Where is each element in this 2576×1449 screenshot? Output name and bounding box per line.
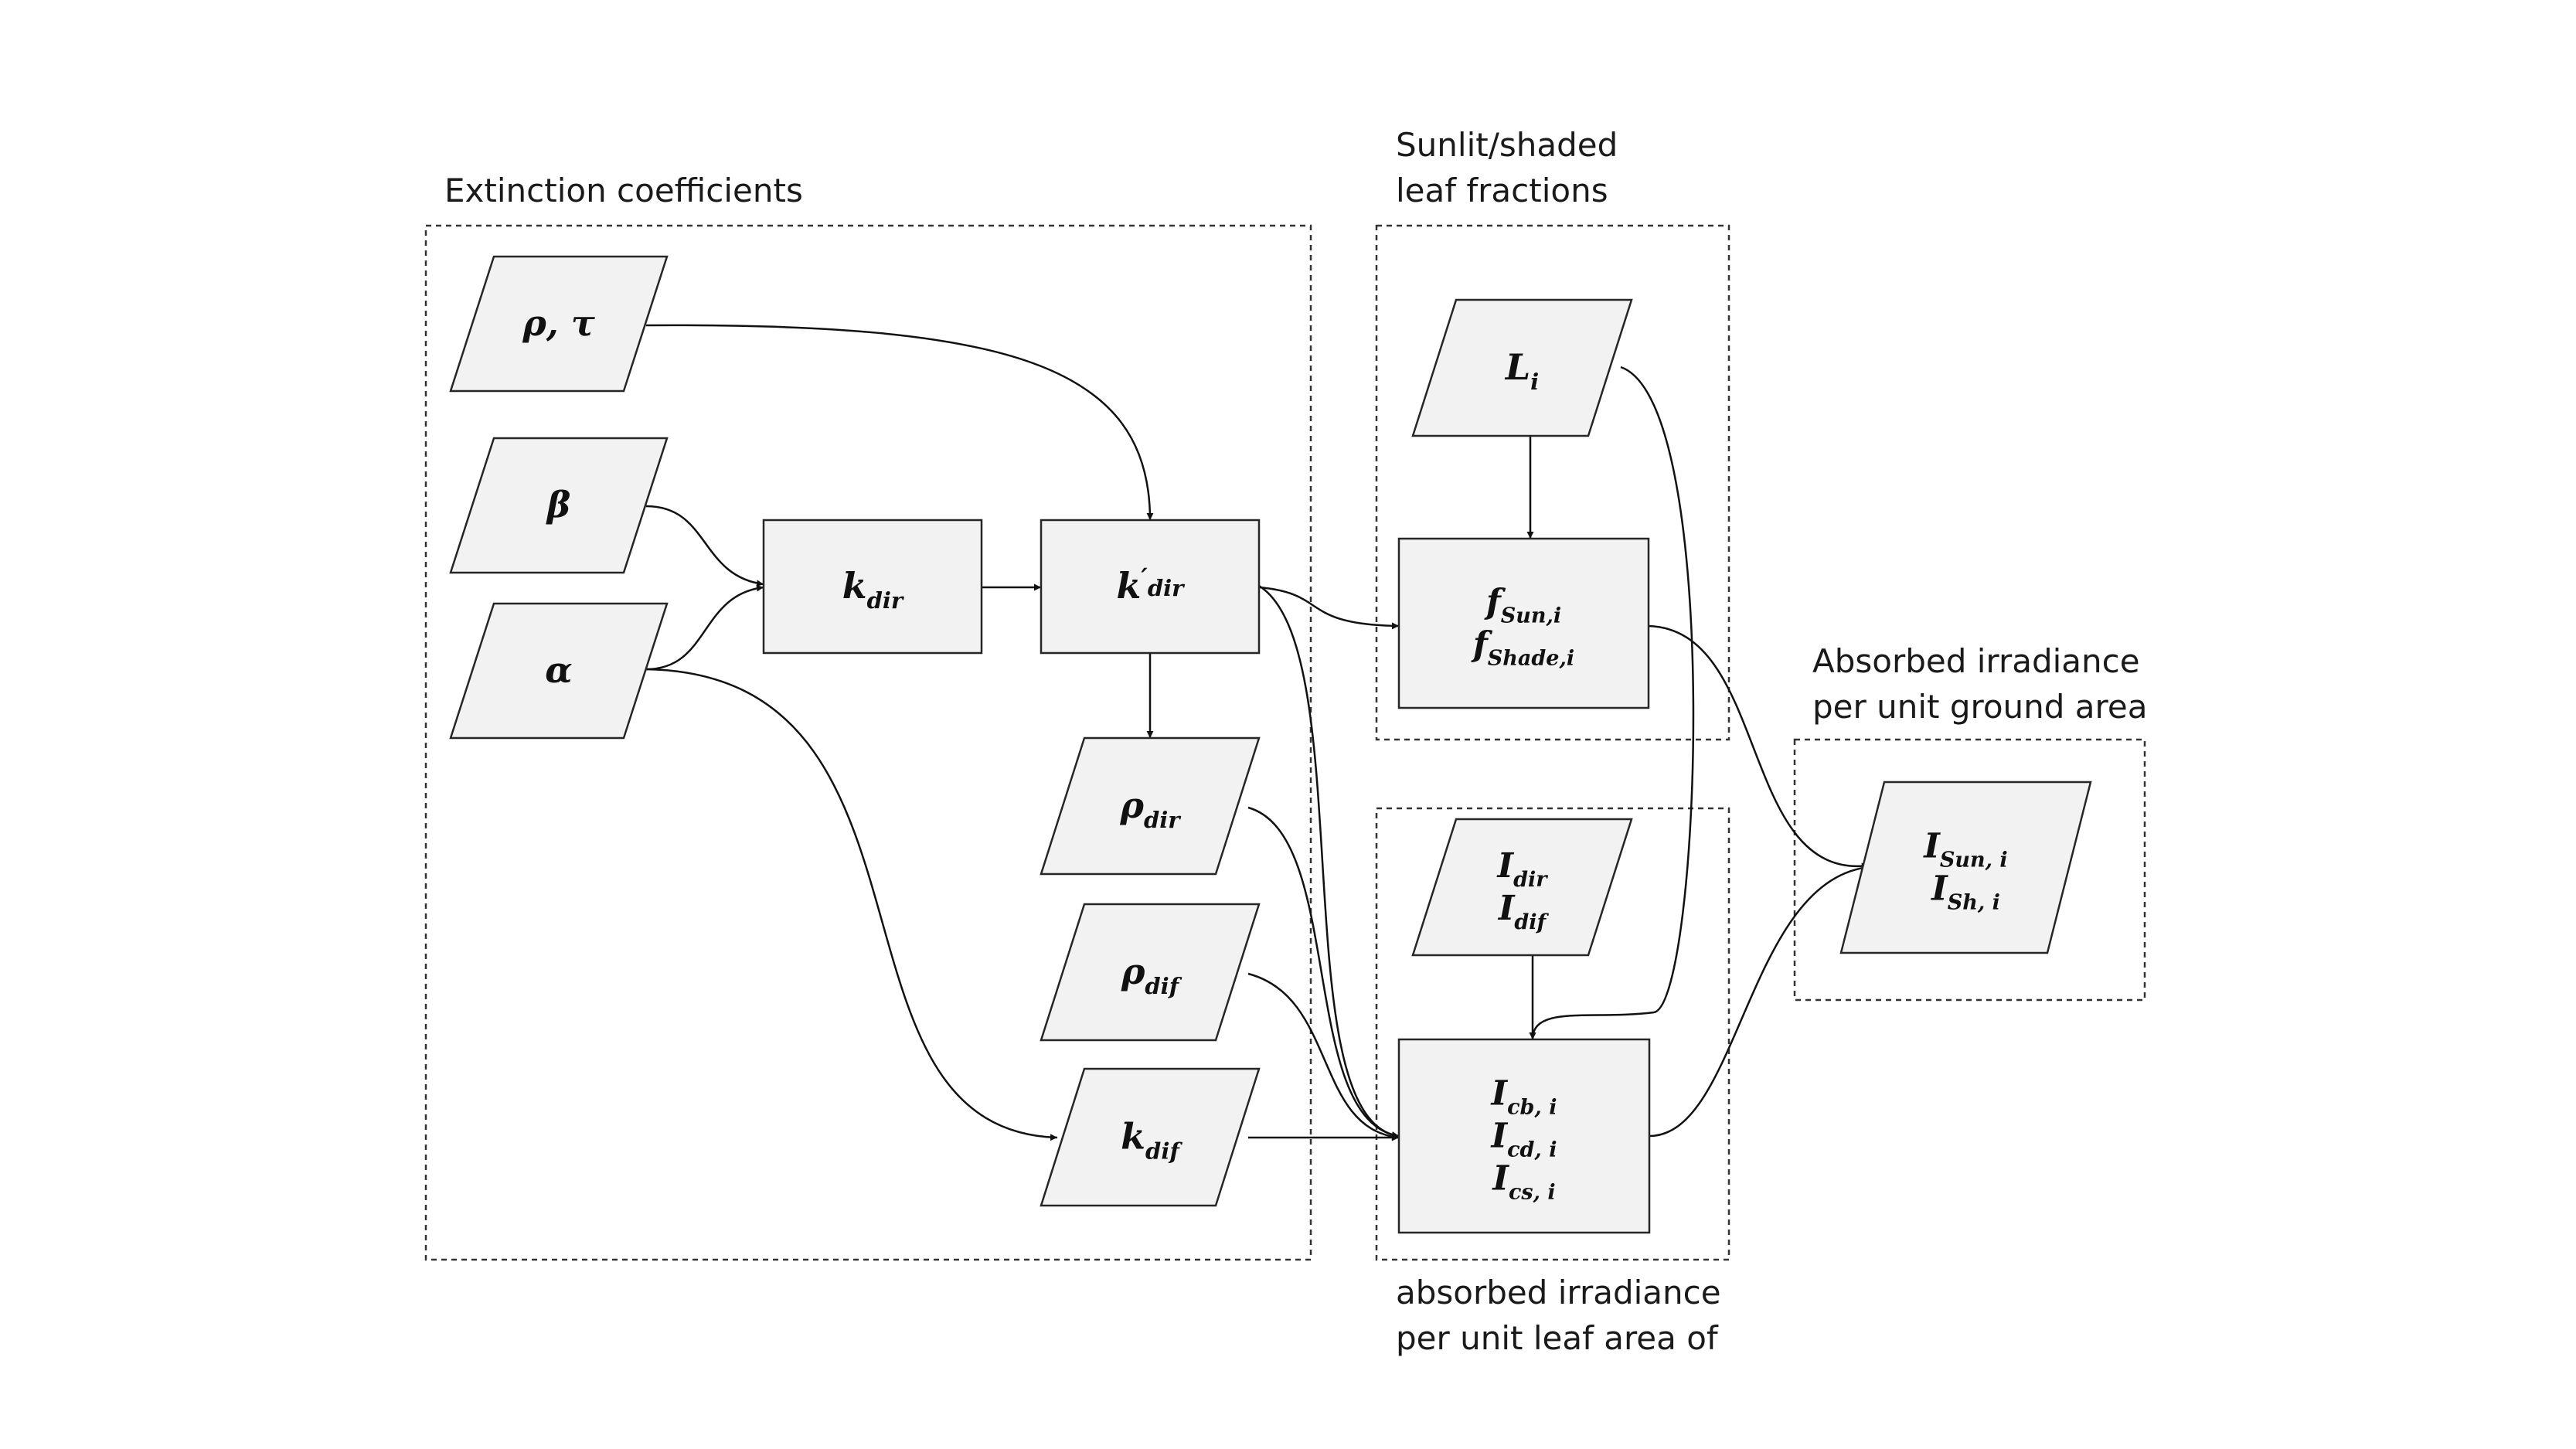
node-label: ISh, i — [1930, 869, 2000, 915]
edge-beta-to-k-dir — [645, 505, 764, 587]
node-label: Idif — [1497, 889, 1550, 934]
node-label: ρdir — [1119, 784, 1182, 833]
edge-rho-tau-to-k-dir-prime — [645, 324, 1154, 521]
node-shape-parallelogram — [1040, 1067, 1261, 1207]
node-beta: β — [449, 437, 669, 574]
node-k-dir-prime: k′dir — [1040, 519, 1261, 655]
node-shape-parallelogram — [1839, 781, 2092, 954]
node-label: β — [546, 484, 571, 526]
edge-alpha-to-k-dir — [645, 584, 764, 671]
node-rho-dif: ρdif — [1040, 903, 1261, 1042]
node-label: ρdif — [1121, 951, 1183, 999]
edge-k-dir-prime-to-f-sun-shade — [1258, 586, 1400, 630]
node-shape-parallelogram — [1411, 298, 1633, 437]
group-label-sunlit-line2: leaf fractions — [1396, 172, 1608, 209]
node-label: kdif — [1121, 1116, 1183, 1165]
edge-rho-dif-to-I-c — [1247, 972, 1400, 1141]
edge-f-sun-shade-to-I-sun-sh — [1648, 624, 1870, 870]
node-label: Idir — [1496, 846, 1549, 892]
group-label-sunlit-line1: Sunlit/shaded — [1396, 126, 1618, 164]
edge-alpha-to-k-dif — [645, 668, 1058, 1141]
node-rho-tau: ρ, τ — [449, 255, 669, 393]
group-label-absorbed-leaf-line2: per unit leaf area of — [1396, 1319, 1719, 1357]
node-shape-rectangle — [1040, 519, 1261, 655]
node-rho-dir: ρdir — [1040, 736, 1261, 876]
node-label: Li — [1504, 346, 1539, 395]
edge-rho-dir-to-I-c — [1247, 806, 1400, 1139]
node-label: ISun, i — [1922, 827, 2007, 872]
node-label: Icb, i — [1490, 1074, 1557, 1120]
group-absorbed-leaf — [1375, 807, 1730, 1261]
node-k-dif: kdif — [1040, 1067, 1261, 1207]
edge-I-c-to-I-sun-sh — [1649, 864, 1870, 1138]
edge-k-dir-prime-to-I-c — [1258, 584, 1400, 1139]
node-shape-parallelogram — [1040, 736, 1261, 876]
edge-L-i-to-I-c — [1529, 366, 1695, 1040]
node-label: Ics, i — [1491, 1159, 1555, 1205]
group-label-absorbed-leaf-line1: absorbed irradiance — [1396, 1274, 1721, 1311]
node-alpha: α — [449, 602, 669, 740]
node-label: kdir — [842, 565, 905, 614]
node-shape-rectangle — [1397, 1038, 1651, 1234]
node-shape-parallelogram — [1040, 903, 1261, 1042]
node-label: ρ, τ — [522, 302, 595, 344]
node-label: k′dir — [1117, 563, 1186, 607]
group-label-extinction: Extinction coefficients — [444, 172, 803, 209]
group-extinction-coefficients — [424, 224, 1312, 1261]
node-shape-parallelogram — [449, 437, 669, 574]
node-shape-rectangle — [1397, 537, 1650, 709]
node-label: α — [545, 649, 572, 691]
node-shape-parallelogram — [1411, 818, 1633, 957]
group-absorbed-ground — [1793, 738, 2146, 1002]
node-L-i: Li — [1411, 298, 1633, 437]
node-label: Icd, i — [1490, 1117, 1557, 1162]
node-shape-parallelogram — [449, 602, 669, 740]
group-label-absorbed-ground-line1: Absorbed irradiance — [1812, 642, 2140, 680]
group-sunlit-shaded — [1375, 224, 1730, 741]
node-k-dir: kdir — [762, 519, 983, 655]
node-shape-rectangle — [762, 519, 983, 655]
node-shape-parallelogram — [449, 255, 669, 393]
group-label-absorbed-ground-line2: per unit ground area — [1812, 688, 2147, 726]
